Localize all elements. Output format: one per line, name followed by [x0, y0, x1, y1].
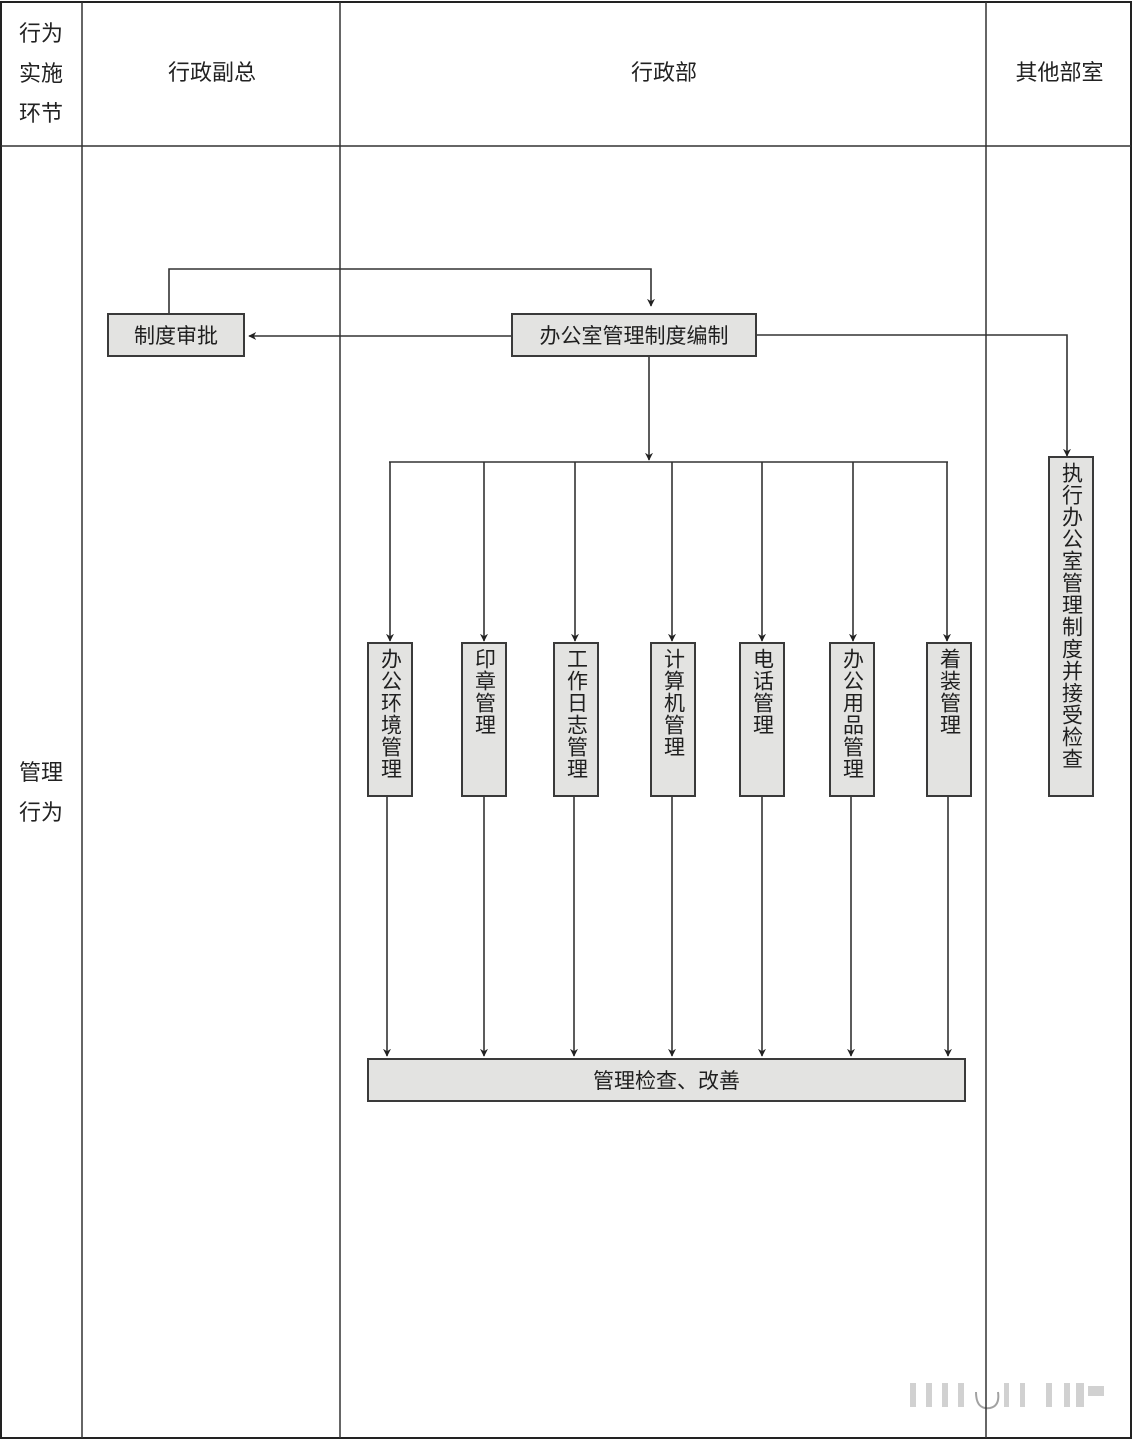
row-stage-line-2: 行为 [18, 801, 63, 826]
row-stage-line-1: 管理 [18, 761, 63, 786]
node-office-supplies: 办公用品管理 [829, 642, 875, 797]
node-approval: 制度审批 [107, 313, 245, 357]
header-other-depts: 其他部室 [1015, 61, 1104, 86]
node-dress-code-label: 着装管理 [937, 648, 962, 736]
edge-approval-to-drafting [168, 268, 655, 313]
node-office-environment: 办公环境管理 [367, 642, 413, 797]
node-seal-label: 印章管理 [472, 648, 497, 736]
node-computer-label: 计算机管理 [661, 648, 686, 758]
node-office-environment-label: 办公环境管理 [378, 648, 403, 780]
watermark-logo-icon [910, 1383, 1104, 1410]
header-stage-column: 行为 实施 环节 [6, 15, 76, 135]
node-office-supplies-label: 办公用品管理 [840, 648, 865, 780]
node-review: 管理检查、改善 [367, 1058, 966, 1102]
node-drafting: 办公室管理制度编制 [511, 313, 757, 357]
node-drafting-label: 办公室管理制度编制 [539, 324, 729, 348]
node-approval-label: 制度审批 [134, 324, 218, 348]
node-work-log-label: 工作日志管理 [564, 648, 589, 780]
node-review-label: 管理检查、改善 [593, 1069, 740, 1093]
node-execute: 执行办公室管理制度并接受检查 [1048, 456, 1094, 797]
node-computer: 计算机管理 [650, 642, 696, 797]
node-telephone-label: 电话管理 [750, 648, 775, 736]
edge-drafting-to-execute [756, 334, 1071, 457]
node-telephone: 电话管理 [739, 642, 785, 797]
row-stage-label: 管理 行为 [6, 754, 76, 834]
header-stage-line-1: 行为 [18, 22, 63, 47]
node-work-log: 工作日志管理 [553, 642, 599, 797]
node-dress-code: 着装管理 [926, 642, 972, 797]
header-stage-line-3: 环节 [18, 102, 63, 127]
node-seal: 印章管理 [461, 642, 507, 797]
header-stage-line-2: 实施 [18, 62, 63, 87]
node-execute-label: 执行办公室管理制度并接受检查 [1059, 462, 1084, 770]
header-admin-dept: 行政部 [630, 61, 697, 86]
header-vp-admin: 行政副总 [167, 61, 256, 86]
